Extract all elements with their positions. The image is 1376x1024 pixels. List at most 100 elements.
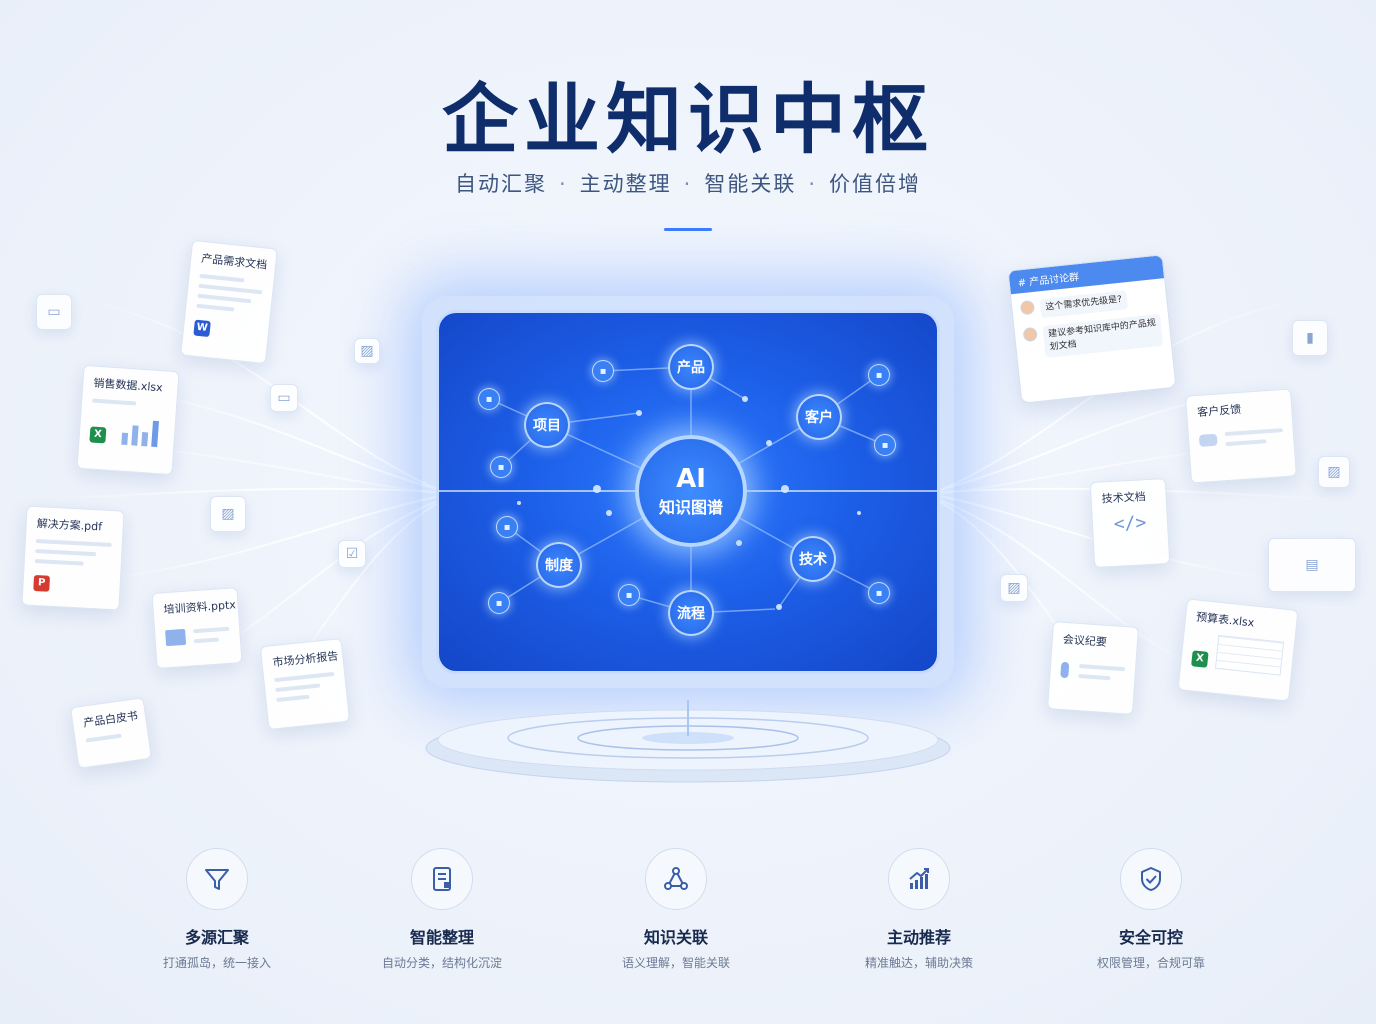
feature-desc: 权限管理，合规可靠 <box>1096 956 1205 970</box>
file-card-title: 解决方案.pdf <box>36 517 103 534</box>
graph-mini-node: ▪ <box>490 456 512 478</box>
file-card-market: 市场分析报告 <box>259 637 351 731</box>
avatar <box>1022 326 1038 343</box>
chat-bubble-icon <box>1198 422 1284 454</box>
subtitle-separator: · <box>683 172 693 196</box>
pdf-icon: P <box>33 574 51 592</box>
image-icon: ▨ <box>1000 574 1028 602</box>
graph-node-product: 产品 <box>668 344 714 390</box>
image-icon: ▨ <box>1318 456 1350 488</box>
document-icon <box>411 848 473 910</box>
graph-mini-node: ▪ <box>496 516 518 538</box>
file-card-title: 市场分析报告 <box>271 649 339 670</box>
graph-mini-node: ▪ <box>868 364 890 386</box>
feature-title: 多源汇聚 <box>184 928 249 947</box>
chat-message-text: 这个需求优先级是? <box>1039 290 1128 319</box>
feature-desc: 打通孤岛，统一接入 <box>162 956 271 970</box>
feature-desc: 语义理解，智能关联 <box>621 956 730 970</box>
file-card-title: 预算表.xlsx <box>1195 610 1255 630</box>
feature-secure-control: 安全可控 权限管理，合规可靠 <box>1041 848 1261 971</box>
text-line <box>198 283 263 295</box>
chat-message: 建议参考知识库中的产品规划文档 <box>1022 313 1164 360</box>
feature-title: 知识关联 <box>643 928 708 947</box>
folder-icon: ▭ <box>270 384 298 412</box>
image-icon: ▨ <box>210 496 246 532</box>
file-card-title: 客户反馈 <box>1196 402 1242 419</box>
file-card-sales: 销售数据.xlsx X <box>76 364 180 476</box>
feature-title: 主动推荐 <box>886 928 951 947</box>
page-title: 企业知识中枢 <box>442 75 934 164</box>
text-line <box>92 398 137 406</box>
file-card-techdoc: 技术文档 </> <box>1089 478 1171 568</box>
chat-card: # 产品讨论群 这个需求优先级是? 建议参考知识库中的产品规划文档 <box>1007 254 1177 404</box>
file-card-title: 销售数据.xlsx <box>93 376 164 395</box>
graph-mini-node: ▪ <box>868 582 890 604</box>
podium-base <box>425 700 951 783</box>
feature-title: 智能整理 <box>409 928 474 947</box>
feature-proactive-recommend: 主动推荐 精准触达，辅助决策 <box>809 848 1029 971</box>
text-line <box>199 273 245 283</box>
network-icon <box>645 848 707 910</box>
subtitle-separator: · <box>558 172 568 196</box>
microphone-icon <box>1060 657 1126 687</box>
text-line <box>276 694 310 703</box>
file-card-minutes: 会议纪要 <box>1047 621 1139 715</box>
file-card-prd: 产品需求文档 W <box>180 239 278 365</box>
graph-node-policy: 制度 <box>536 542 582 588</box>
file-card-title: 会议纪要 <box>1062 632 1108 649</box>
file-card-solution: 解决方案.pdf P <box>21 505 125 611</box>
bar-chart-icon: X <box>89 408 165 448</box>
graph-node-project: 项目 <box>524 402 570 448</box>
file-card-title: 产品白皮书 <box>82 709 139 730</box>
feature-desc: 自动分类，结构化沉淀 <box>381 956 502 970</box>
image-icon: ▨ <box>354 338 380 364</box>
text-line <box>85 733 123 743</box>
chat-message-text: 建议参考知识库中的产品规划文档 <box>1042 313 1164 358</box>
file-card-whitepaper: 产品白皮书 <box>70 697 152 769</box>
bar-chart-icon: ▮ <box>1292 320 1328 356</box>
graph-node-process: 流程 <box>668 590 714 636</box>
excel-icon: X <box>89 426 107 444</box>
graph-mini-node: ▪ <box>618 584 640 606</box>
excel-icon: X <box>1191 650 1209 668</box>
file-card-feedback: 客户反馈 <box>1185 388 1297 484</box>
folder-icon <box>165 621 231 651</box>
file-card-budget: 预算表.xlsx X <box>1177 598 1299 702</box>
graph-mini-node: ▪ <box>478 388 500 410</box>
ai-core-label: AI <box>676 464 706 494</box>
text-line <box>34 559 85 566</box>
text-line <box>196 303 235 312</box>
subtitle-separator: · <box>808 172 818 196</box>
graph-node-technology: 技术 <box>790 536 836 582</box>
file-card-title: 产品需求文档 <box>200 251 268 272</box>
file-card-training: 培训资料.pptx <box>151 587 243 669</box>
page-subtitle: 自动汇聚·主动整理·智能关联·价值倍增 <box>0 168 1376 198</box>
graph-mini-node: ▪ <box>488 592 510 614</box>
feature-knowledge-link: 知识关联 语义理解，智能关联 <box>566 848 786 971</box>
file-card-title: 培训资料.pptx <box>163 598 237 617</box>
avatar <box>1019 299 1036 316</box>
feature-title: 安全可控 <box>1118 928 1183 947</box>
text-line <box>274 671 335 683</box>
text-line <box>35 549 97 557</box>
text-line <box>275 683 321 693</box>
graph-node-customer: 客户 <box>796 394 842 440</box>
checkbox-icon: ☑ <box>338 540 366 568</box>
feature-desc: 精准触达，辅助决策 <box>864 956 973 970</box>
text-line <box>197 293 252 304</box>
code-icon: </> <box>1113 512 1147 535</box>
shield-check-icon <box>1120 848 1182 910</box>
file-card-title: 技术文档 <box>1101 490 1146 506</box>
subtitle-part: 价值倍增 <box>829 172 922 196</box>
graph-mini-node: ▪ <box>874 434 896 456</box>
feature-multi-source: 多源汇聚 打通孤岛，统一接入 <box>107 848 327 971</box>
ai-core-node: AI 知识图谱 <box>635 435 747 547</box>
filter-icon <box>186 848 248 910</box>
document-icon: ▤ <box>1268 538 1356 592</box>
title-divider <box>664 228 712 231</box>
text-line <box>35 539 112 548</box>
knowledge-graph-panel: ▪ ▪ ▪ ▪ ▪ ▪ ▪ ▪ ▪ 产品 客户 技术 流程 制度 项目 AI 知… <box>436 310 940 674</box>
folder-icon: ▭ <box>36 294 72 330</box>
subtitle-part: 主动整理 <box>579 172 672 196</box>
feature-smart-organize: 智能整理 自动分类，结构化沉淀 <box>332 848 552 971</box>
